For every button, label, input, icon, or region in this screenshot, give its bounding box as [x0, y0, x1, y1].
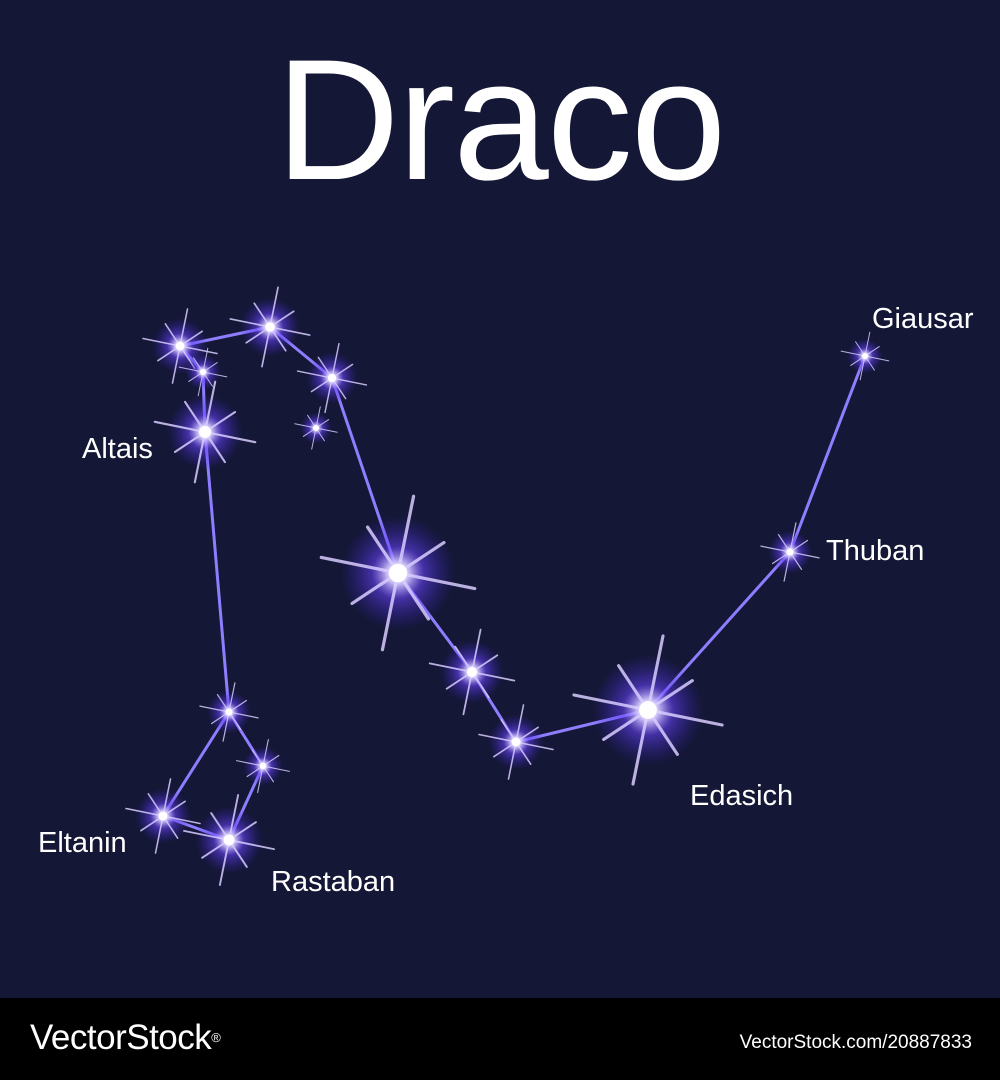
- star-s11: [199, 682, 259, 742]
- star-s5: [229, 286, 311, 368]
- star-s9: [478, 704, 554, 780]
- star-eltanin: [125, 778, 201, 854]
- star-rastaban: [183, 794, 275, 886]
- constellation-title: Draco: [275, 24, 727, 216]
- star-s7: [319, 494, 477, 652]
- star-label-eltanin: Eltanin: [38, 827, 127, 859]
- image-id: VectorStock.com/20887833: [739, 1032, 972, 1053]
- star-s6: [296, 342, 368, 414]
- star-label-giausar: Giausar: [872, 303, 974, 335]
- star-altais: [153, 380, 257, 484]
- star-giausar: [840, 331, 890, 381]
- star-s12: [235, 738, 291, 794]
- brand-logo: VectorStock®: [30, 1018, 221, 1058]
- star-label-rastaban: Rastaban: [271, 866, 396, 898]
- star-label-altais: Altais: [82, 433, 153, 465]
- star-s8: [428, 628, 516, 716]
- constellation-line: [788, 354, 867, 554]
- star-s10: [294, 406, 338, 450]
- star-thuban: [760, 522, 820, 582]
- registered-mark: ®: [211, 1030, 221, 1045]
- star-s3: [178, 347, 228, 397]
- star-edasich: [572, 634, 724, 786]
- watermark-bar: VectorStock® VectorStock.com/20887833: [0, 998, 1000, 1080]
- constellation-line: [203, 430, 231, 714]
- star-label-edasich: Edasich: [690, 780, 794, 812]
- constellation-map: [125, 286, 890, 886]
- brand-name: VectorStock: [30, 1018, 212, 1057]
- star-label-thuban: Thuban: [826, 535, 925, 567]
